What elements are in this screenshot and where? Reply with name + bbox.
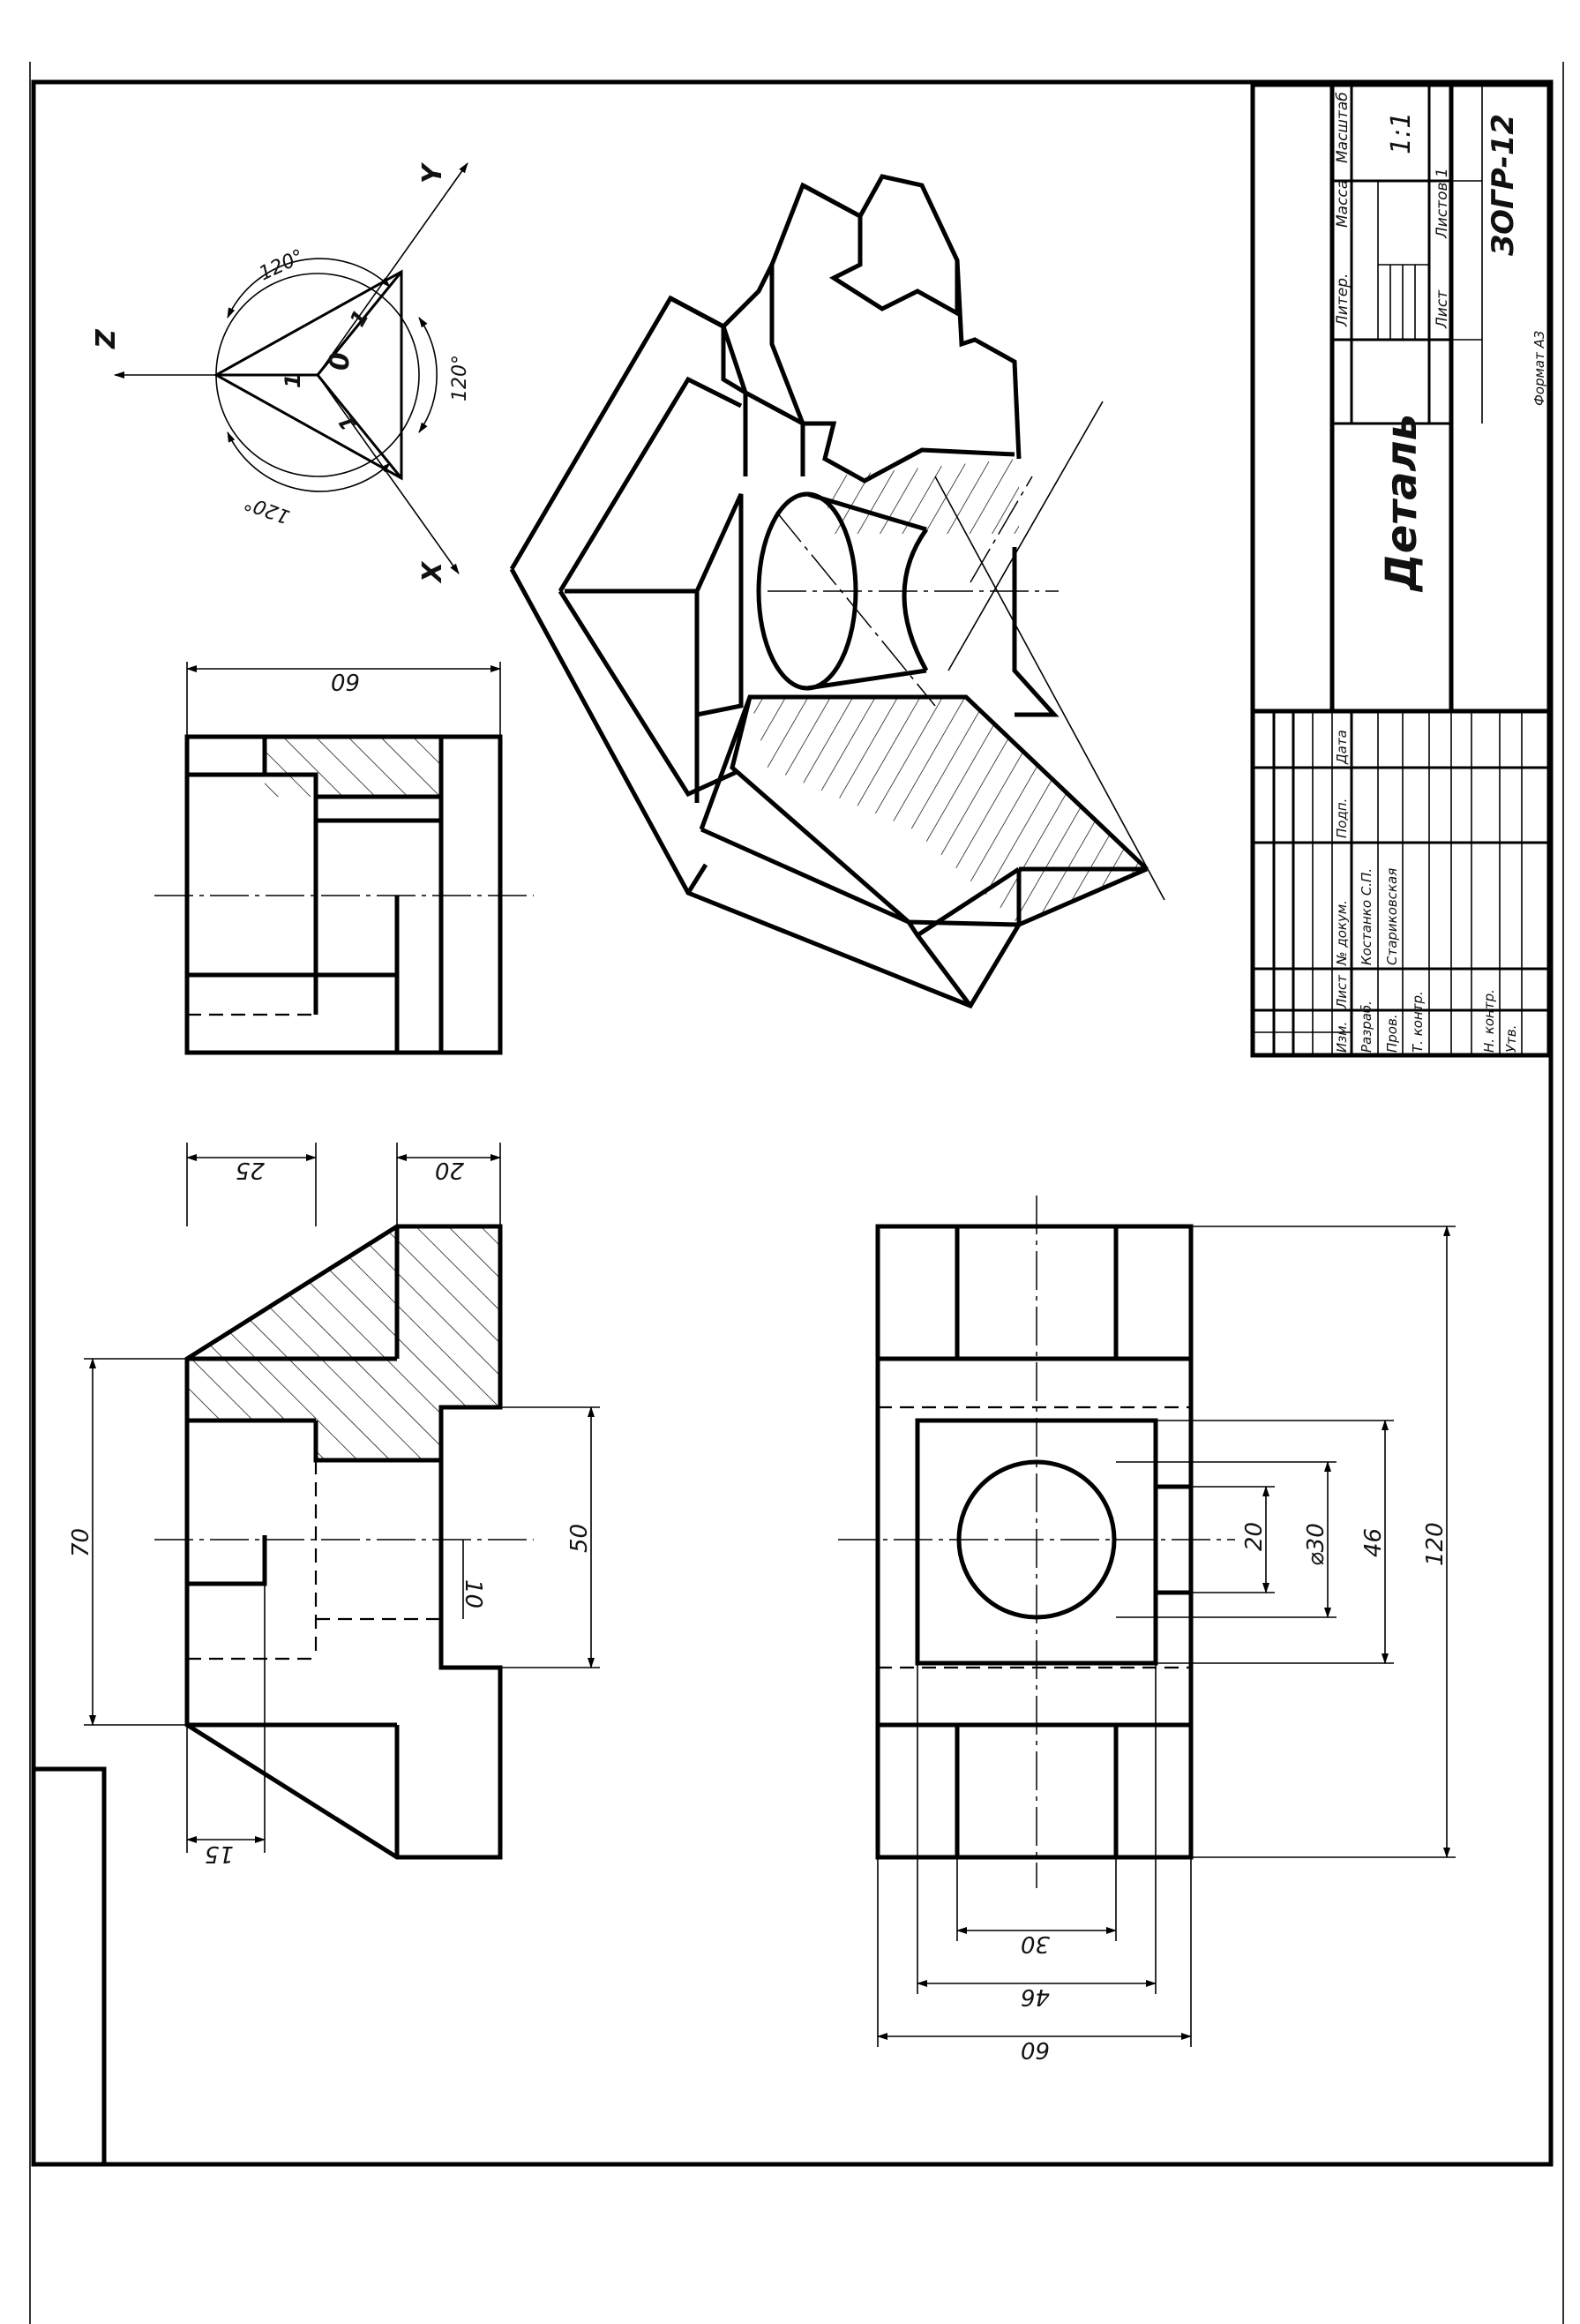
axes-triangle bbox=[213, 269, 403, 481]
bore-arc-back bbox=[902, 528, 929, 672]
dim-front-25: 25 bbox=[236, 1157, 265, 1183]
checker-name: Стариковская bbox=[1384, 868, 1400, 965]
role-approved: Утв. bbox=[1503, 1025, 1519, 1053]
side-view: 60 bbox=[154, 662, 534, 1055]
part-name: Деталь bbox=[1377, 414, 1426, 593]
header-liter: Литер. bbox=[1334, 274, 1352, 327]
iso-outline-top bbox=[509, 174, 1022, 571]
unit-label-z: 1 bbox=[281, 373, 305, 388]
cut-face-upper bbox=[825, 459, 1019, 534]
format-label: Формат А3 bbox=[1531, 331, 1547, 406]
dim-top-30: 30 bbox=[1021, 1930, 1050, 1957]
dim-top-60: 60 bbox=[1021, 2036, 1050, 2063]
dim-front-15: 15 bbox=[205, 1840, 234, 1867]
designation: ЗОГР-12 bbox=[1486, 114, 1521, 257]
header-izm: Изм. bbox=[1334, 1022, 1350, 1053]
header-sheets: Листов 1 bbox=[1434, 168, 1451, 239]
origin-label: 0 bbox=[325, 352, 356, 371]
header-sign: Подп. bbox=[1334, 798, 1350, 838]
dim-front-50: 50 bbox=[566, 1524, 593, 1553]
dim-front-20: 20 bbox=[435, 1157, 464, 1183]
header-doc-no: № докум. bbox=[1334, 900, 1350, 966]
header-list: Лист bbox=[1334, 974, 1350, 1009]
dim-top-d30: ⌀30 bbox=[1303, 1523, 1329, 1566]
role-checker: Пров. bbox=[1384, 1014, 1400, 1053]
dim-top-20: 20 bbox=[1241, 1522, 1268, 1551]
top-view: 20 ⌀30 46 120 30 46 60 bbox=[838, 1196, 1456, 2063]
dim-top-120: 120 bbox=[1422, 1522, 1449, 1566]
axis-x-label: X bbox=[417, 560, 448, 584]
binding-margin-box bbox=[31, 1766, 107, 2167]
axis-x-line bbox=[317, 374, 460, 574]
dim-front-10: 10 bbox=[460, 1579, 486, 1608]
dim-side-width: 60 bbox=[331, 668, 360, 694]
axis-z-label: Z bbox=[91, 328, 122, 349]
header-sheet: Лист bbox=[1434, 289, 1451, 329]
scale-value: 1:1 bbox=[1386, 112, 1417, 154]
role-norm-control: Н. контр. bbox=[1481, 989, 1497, 1053]
developer-name: Костанко С.П. bbox=[1359, 868, 1374, 965]
header-scale: Масштаб bbox=[1334, 92, 1352, 163]
header-date: Дата bbox=[1334, 730, 1350, 765]
angle-label-bottom: 120° bbox=[242, 491, 293, 528]
axis-y-line bbox=[317, 162, 468, 376]
front-view: 25 20 70 50 10 15 bbox=[68, 1143, 600, 1867]
role-tech-control: Т. контр. bbox=[1410, 991, 1426, 1053]
side-view-outline bbox=[184, 734, 503, 1055]
dim-top-46b: 46 bbox=[1021, 1983, 1050, 2010]
axis-y-label: Y bbox=[417, 161, 448, 184]
isometric-axes-diagram: Z Y X 0 1 1 1 120° 120° 120° bbox=[91, 161, 471, 584]
drawing-frame bbox=[31, 79, 1554, 2167]
dim-top-46: 46 bbox=[1360, 1528, 1387, 1557]
header-mass: Масса bbox=[1334, 180, 1352, 228]
angle-label-right: 120° bbox=[449, 355, 471, 401]
isometric-view bbox=[509, 174, 1165, 1009]
top-view-outline bbox=[875, 1224, 1194, 1860]
dim-front-70: 70 bbox=[68, 1528, 94, 1557]
role-developer: Разраб. bbox=[1359, 1001, 1374, 1053]
title-block: Литер. Масса Масштаб 1:1 Лист Листов 1 З… bbox=[1250, 82, 1552, 1058]
front-view-outline bbox=[184, 1224, 503, 1860]
